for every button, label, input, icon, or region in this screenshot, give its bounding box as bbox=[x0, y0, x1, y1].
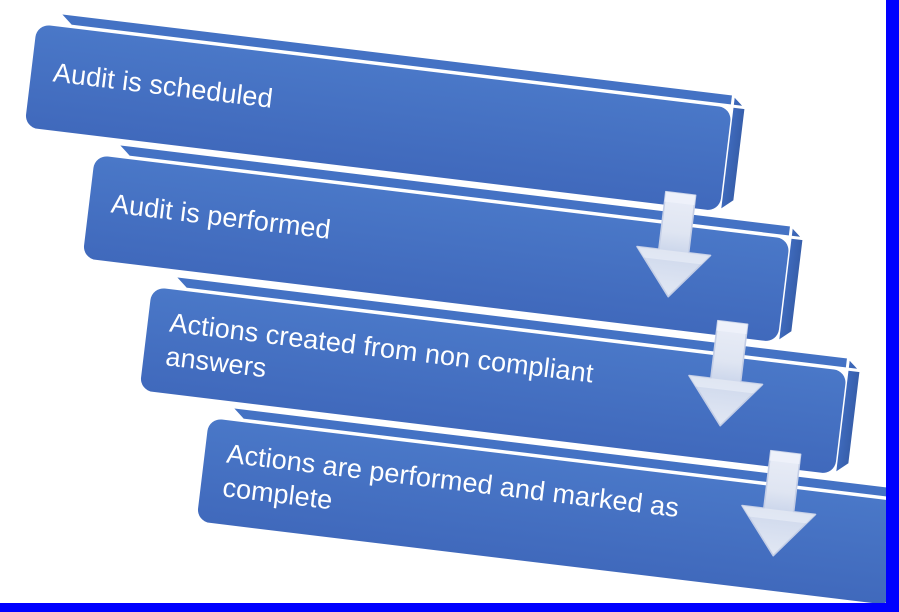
process-step-2[interactable]: Audit is performed bbox=[81, 139, 808, 346]
process-step-4[interactable]: Actions are performed and marked as comp… bbox=[195, 402, 899, 609]
blue-bottom-border bbox=[0, 603, 899, 612]
process-step-1[interactable]: Audit is scheduled bbox=[23, 8, 750, 215]
blue-right-border bbox=[886, 0, 899, 612]
process-step-3[interactable]: Actions created from non compliant answe… bbox=[138, 271, 865, 478]
